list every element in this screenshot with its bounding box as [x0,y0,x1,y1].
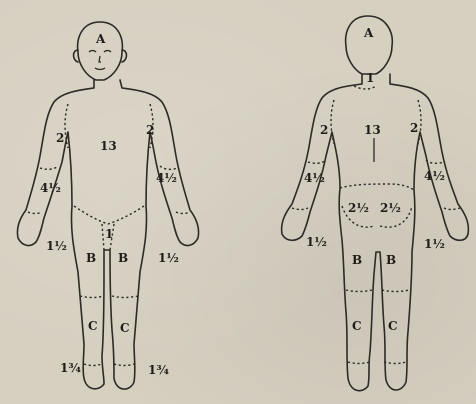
front-nose [99,56,101,62]
back-label-leg-left: C [352,319,362,333]
front-label-forearm-right: 4½ [156,171,177,185]
front-label-hand-right: 1½ [158,251,179,265]
back-label-hand-left: 1½ [306,235,327,249]
back-label-hand-right: 1½ [424,237,445,251]
back-dash-wrist-right [444,208,460,210]
back-label-head: A [363,26,374,40]
front-figure: A 2 2 13 4½ 4½ 1½ 1½ 1 B B C C 1¾ 1¾ [17,22,198,389]
front-label-thigh-right: B [118,251,128,265]
front-dash-forearm-left [40,166,58,169]
front-label-foot-right: 1¾ [148,363,169,377]
back-label-buttock-right: 2½ [380,201,401,215]
front-label-trunk: 13 [100,139,117,153]
front-label-hand-left: 1½ [46,239,67,253]
back-label-neck: 1 [366,71,374,85]
back-label-thigh-left: B [352,253,362,267]
back-dash-neck [354,86,376,89]
front-dash-ankle-left [84,364,102,366]
front-label-foot-left: 1¾ [60,361,81,375]
back-label-buttock-left: 2½ [348,201,369,215]
back-dash-forearm-right [426,160,444,163]
front-dash-knee-left [80,296,104,298]
front-label-upper-arm-right: 2 [146,123,154,137]
back-dash-ankle-right [384,362,406,364]
back-body-outline [282,74,469,391]
back-dash-wrist-left [292,208,308,210]
front-dash-ankle-right [114,364,134,366]
front-label-thigh-left: B [86,251,96,265]
back-dash-knee-left [346,290,372,292]
front-dash-wrist-right [176,212,190,214]
front-dash-forearm-right [160,166,178,169]
back-head-outline [346,16,393,74]
front-dash-wrist-left [28,212,42,214]
front-head-outline [78,22,123,80]
back-label-thigh-right: B [386,253,396,267]
front-eye-left [89,51,96,53]
back-label-trunk: 13 [364,123,381,137]
front-label-leg-right: C [120,321,130,335]
front-label-head: A [95,32,106,46]
front-label-upper-arm-left: 2 [56,131,64,145]
front-label-groin: 1 [105,227,113,241]
back-label-forearm-right: 4½ [424,169,445,183]
back-dash-ankle-left [348,362,370,364]
back-figure: A 1 2 2 13 4½ 4½ 2½ 2½ 1½ 1½ B B C C [282,16,469,391]
front-label-leg-left: C [88,319,98,333]
back-label-upper-arm-left: 2 [320,123,328,137]
back-dash-waist [340,184,414,190]
back-label-leg-right: C [388,319,398,333]
front-eye-right [104,51,111,53]
back-dash-forearm-left [308,160,326,163]
front-dash-groin [74,206,144,224]
back-dash-knee-right [382,290,410,292]
front-label-forearm-left: 4½ [40,181,61,195]
back-label-upper-arm-right: 2 [410,121,418,135]
front-dash-knee-right [112,296,138,298]
back-label-forearm-left: 4½ [304,171,325,185]
front-mouth [95,68,105,70]
